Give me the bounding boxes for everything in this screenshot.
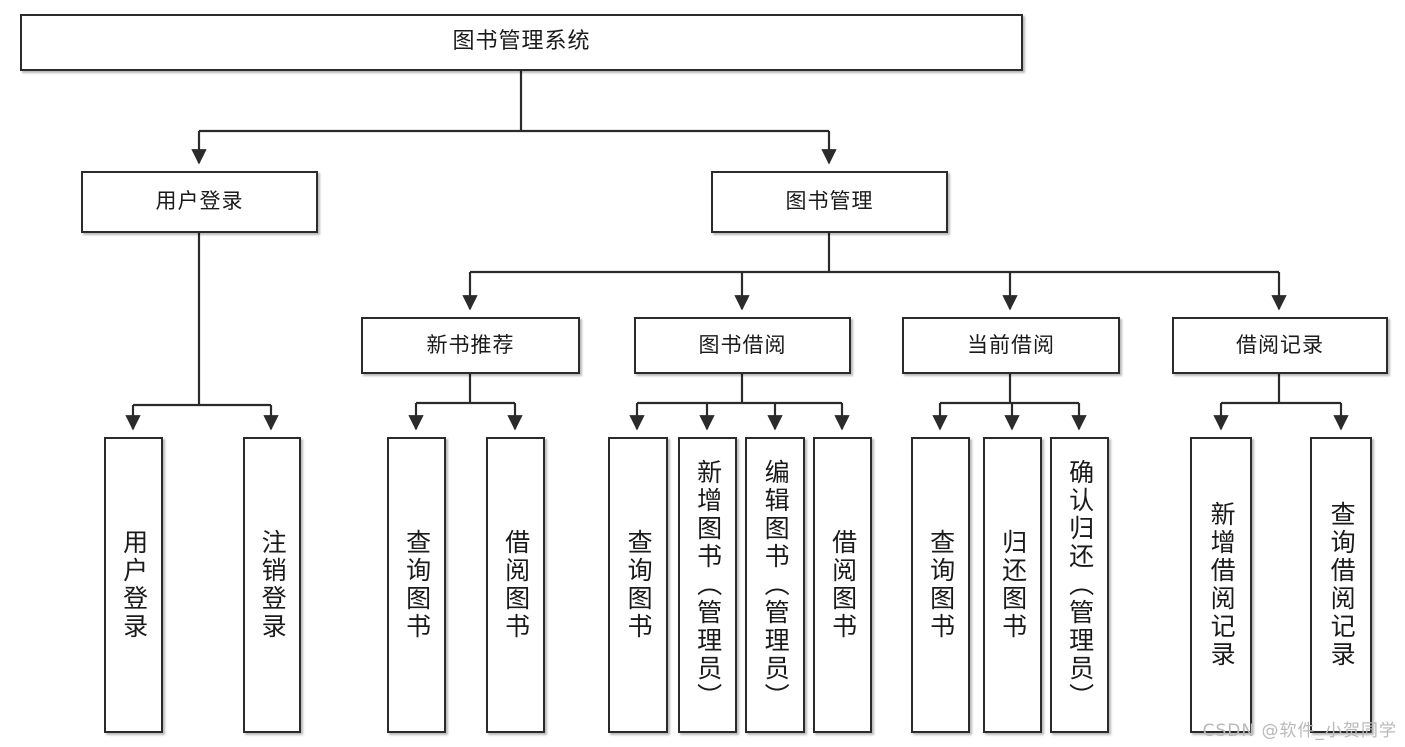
node-label: 用户登录 [155, 189, 244, 214]
node-label: 新增图书（管理员） [693, 459, 723, 711]
node-new-book-recommend[interactable]: 新书推荐 [361, 317, 580, 374]
node-label: 编辑图书（管理员） [761, 459, 791, 711]
node-label: 确认归还（管理员） [1065, 459, 1095, 711]
node-root-system[interactable]: 图书管理系统 [20, 14, 1023, 71]
leaf-borrow-book[interactable]: 借阅图书 [813, 437, 872, 733]
leaf-add-borrow-record[interactable]: 新增借阅记录 [1190, 437, 1252, 733]
leaf-edit-book-admin[interactable]: 编辑图书（管理员） [745, 437, 805, 733]
node-label: 图书管理系统 [452, 29, 591, 55]
leaf-logout[interactable]: 注销登录 [243, 437, 301, 733]
node-label: 查询借阅记录 [1327, 501, 1357, 669]
node-current-borrow[interactable]: 当前借阅 [902, 317, 1120, 374]
node-label: 新书推荐 [426, 332, 515, 357]
node-book-borrow[interactable]: 图书借阅 [634, 317, 851, 374]
node-user-login[interactable]: 用户登录 [81, 171, 318, 233]
leaf-query-book-recommend[interactable]: 查询图书 [387, 437, 446, 733]
node-label: 查询图书 [402, 529, 432, 641]
node-label: 借阅记录 [1236, 332, 1324, 357]
leaf-query-book-borrow[interactable]: 查询图书 [608, 437, 668, 733]
node-label: 图书借阅 [698, 332, 787, 357]
node-label: 查询图书 [926, 529, 956, 641]
node-label: 借阅图书 [501, 529, 531, 641]
node-borrow-record[interactable]: 借阅记录 [1172, 317, 1388, 374]
leaf-add-book-admin[interactable]: 新增图书（管理员） [678, 437, 737, 733]
node-label: 注销登录 [258, 529, 288, 641]
node-label: 借阅图书 [828, 529, 858, 641]
leaf-user-login[interactable]: 用户登录 [104, 437, 163, 733]
leaf-query-book-current[interactable]: 查询图书 [911, 437, 970, 733]
leaf-query-borrow-record[interactable]: 查询借阅记录 [1310, 437, 1372, 733]
node-label: 当前借阅 [967, 332, 1055, 357]
csdn-watermark: CSDN @软件_小贺同学 [1202, 721, 1397, 741]
node-book-management[interactable]: 图书管理 [711, 171, 948, 233]
leaf-borrow-book-recommend[interactable]: 借阅图书 [486, 437, 545, 733]
leaf-return-book[interactable]: 归还图书 [983, 437, 1042, 733]
node-label: 图书管理 [785, 189, 874, 214]
node-label: 用户登录 [119, 529, 149, 641]
node-label: 归还图书 [998, 529, 1028, 641]
node-label: 查询图书 [624, 529, 654, 641]
leaf-confirm-return-admin[interactable]: 确认归还（管理员） [1050, 437, 1109, 733]
node-label: 新增借阅记录 [1207, 501, 1237, 669]
